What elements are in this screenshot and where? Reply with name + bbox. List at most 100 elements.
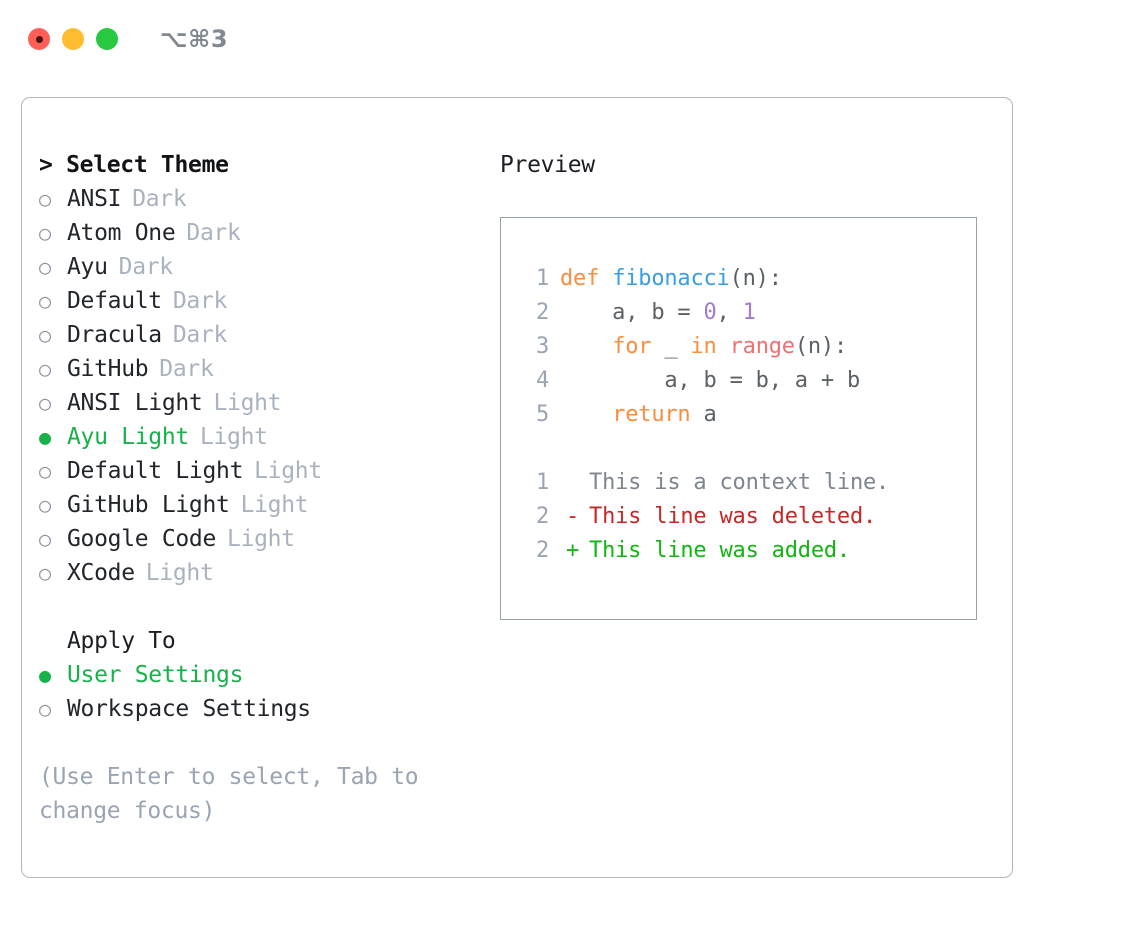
theme-variant-badge: Dark — [172, 288, 228, 314]
code-token-plain: (n): — [794, 334, 848, 359]
diff-line-del: 2-This line was deleted. — [519, 500, 976, 534]
code-line: 3 for _ in range(n): — [519, 330, 976, 364]
window-controls — [28, 28, 118, 50]
radio-unselected-icon: ○ — [39, 493, 51, 517]
theme-option-github[interactable]: ○ GitHub Dark — [39, 352, 479, 386]
theme-variant-badge: Dark — [186, 220, 241, 246]
theme-variant-badge: Dark — [172, 322, 228, 348]
radio-unselected-icon: ○ — [39, 561, 51, 585]
code-text: a, b = b, a + b — [560, 364, 860, 398]
diff-line-ctx: 1 This is a context line. — [519, 466, 976, 500]
radio-selected-icon: ● — [39, 425, 51, 449]
code-token-kw: for — [612, 334, 652, 359]
code-text: return a — [560, 398, 717, 432]
theme-option-label: XCode — [67, 560, 135, 586]
apply-to-list: ●User Settings○Workspace Settings — [39, 658, 479, 726]
radio-unselected-icon: ○ — [39, 221, 51, 245]
code-line: 2 a, b = 0, 1 — [519, 296, 976, 330]
section-spacer — [39, 590, 479, 624]
line-number: 2 — [535, 300, 549, 325]
code-text: for _ in range(n): — [560, 330, 847, 364]
theme-variant-badge: Light — [199, 424, 268, 450]
apply-to-option-workspace-settings[interactable]: ○Workspace Settings — [39, 692, 479, 726]
radio-unselected-icon: ○ — [39, 323, 51, 347]
code-token-fn: fibonacci — [612, 266, 730, 291]
theme-variant-badge: Light — [227, 526, 295, 552]
code-token-kw: in — [690, 334, 717, 359]
code-line: 5 return a — [519, 398, 976, 432]
radio-unselected-icon: ○ — [39, 391, 51, 415]
theme-option-label: Default — [67, 288, 162, 314]
preview-heading: Preview — [500, 152, 595, 178]
theme-option-label: GitHub Light — [67, 492, 230, 518]
diff-line-add: 2+This line was added. — [519, 534, 976, 568]
theme-option-default[interactable]: ○ Default Dark — [39, 284, 479, 318]
theme-option-label: Google Code — [67, 526, 217, 552]
theme-variant-badge: Dark — [132, 186, 187, 212]
code-diff-spacer — [519, 432, 976, 466]
code-token-num: 0 — [703, 300, 717, 325]
title-bar: ⌥⌘3 — [0, 0, 1140, 78]
theme-variant-badge: Light — [240, 492, 309, 518]
radio-unselected-icon: ○ — [39, 289, 51, 313]
theme-option-ayu[interactable]: ○ Ayu Dark — [39, 250, 479, 284]
code-token-kw: return — [612, 402, 691, 427]
code-token-plain: a, b = — [560, 300, 704, 325]
maximize-button[interactable] — [96, 28, 118, 50]
radio-unselected-icon: ○ — [39, 357, 51, 381]
code-token-plain: a — [690, 402, 717, 427]
diff-text: This line was deleted. — [589, 504, 877, 529]
theme-variant-badge: Dark — [159, 356, 214, 382]
theme-option-github-light[interactable]: ○ GitHub Light Light — [39, 488, 479, 522]
code-token-plain: _ — [651, 334, 691, 359]
line-number: 2 — [535, 504, 549, 529]
theme-variant-badge: Dark — [118, 254, 174, 280]
theme-option-ansi[interactable]: ○ ANSI Dark — [39, 182, 479, 216]
code-token-plain — [599, 266, 612, 291]
theme-option-label: ANSI — [67, 186, 122, 212]
radio-unselected-icon: ○ — [39, 459, 51, 483]
theme-option-xcode[interactable]: ○ XCode Light — [39, 556, 479, 590]
select-theme-heading: > Select Theme — [39, 152, 229, 178]
close-button[interactable] — [28, 28, 50, 50]
radio-unselected-icon: ○ — [39, 187, 51, 211]
theme-variant-badge: Light — [213, 390, 282, 416]
code-token-kw: def — [560, 266, 600, 291]
radio-selected-icon: ● — [39, 663, 51, 687]
code-token-num: 1 — [742, 300, 756, 325]
diff-text: This line was added. — [589, 538, 850, 563]
line-number: 3 — [535, 334, 549, 359]
theme-option-label: Dracula — [67, 322, 162, 348]
theme-option-label: Default Light — [67, 458, 244, 484]
code-token-plain — [560, 402, 612, 427]
theme-variant-badge: Light — [254, 458, 322, 484]
diff-marker: + — [566, 538, 580, 563]
theme-option-label: GitHub — [67, 356, 149, 382]
line-number: 1 — [535, 266, 549, 291]
theme-option-default-light[interactable]: ○ Default Light Light — [39, 454, 479, 488]
theme-option-label: Ayu — [67, 254, 108, 280]
code-token-plain: a, b = b, a + b — [560, 368, 861, 393]
radio-unselected-icon: ○ — [39, 255, 51, 279]
apply-to-option-user-settings[interactable]: ●User Settings — [39, 658, 479, 692]
minimize-button[interactable] — [62, 28, 84, 50]
theme-option-dracula[interactable]: ○ Dracula Dark — [39, 318, 479, 352]
theme-variant-badge: Light — [145, 560, 214, 586]
code-token-call: range — [729, 334, 795, 359]
line-number: 5 — [535, 402, 549, 427]
line-number: 4 — [535, 368, 549, 393]
code-line: 4 a, b = b, a + b — [519, 364, 976, 398]
apply-to-heading: Apply To — [67, 628, 176, 654]
keyboard-hint-text: (Use Enter to select, Tab to change focu… — [39, 764, 419, 824]
